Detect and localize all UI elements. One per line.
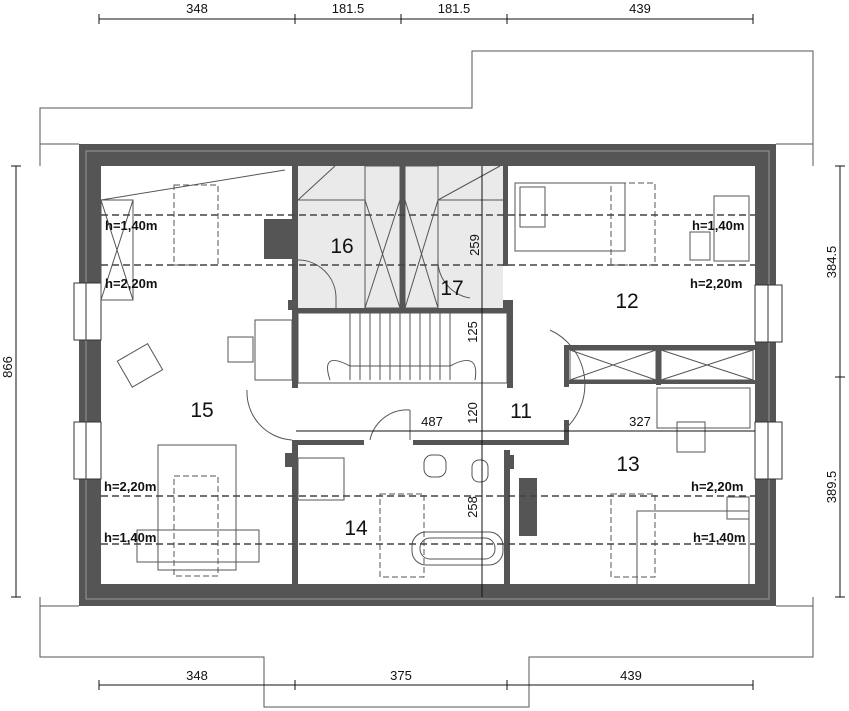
room-15-label: 15 bbox=[190, 399, 213, 422]
dim-right-2: 389.5 bbox=[824, 471, 839, 504]
roof-slope-lines bbox=[101, 214, 755, 545]
dim-right-1: 384.5 bbox=[824, 246, 839, 279]
dim-259: 259 bbox=[467, 234, 482, 256]
room-14-label: 14 bbox=[344, 517, 368, 540]
height-label-nw-140: h=1,40m bbox=[105, 218, 157, 233]
dimension-lines bbox=[11, 14, 845, 690]
room-11-label: 11 bbox=[510, 400, 532, 423]
dim-bottom-1: 348 bbox=[186, 668, 208, 683]
dim-258: 258 bbox=[465, 496, 480, 518]
closet-16-floor bbox=[298, 166, 400, 308]
dim-top-4: 439 bbox=[629, 1, 651, 16]
wardrobes bbox=[100, 165, 754, 381]
interior-walls bbox=[264, 166, 755, 584]
roof-overhang-top bbox=[39, 50, 814, 166]
dim-top-1: 348 bbox=[186, 1, 208, 16]
staircase bbox=[297, 312, 508, 384]
dim-327: 327 bbox=[629, 414, 651, 429]
room-17-label: 17 bbox=[440, 277, 463, 300]
room-16-label: 16 bbox=[330, 235, 353, 258]
height-label-sw-140: h=1,40m bbox=[104, 530, 156, 545]
height-label-nw-220: h=2,20m bbox=[105, 276, 157, 291]
room-13-label: 13 bbox=[616, 453, 639, 476]
furniture bbox=[116, 182, 751, 595]
dim-top-2: 181.5 bbox=[332, 1, 365, 16]
height-label-sw-220: h=2,20m bbox=[104, 479, 156, 494]
windows bbox=[73, 282, 783, 480]
dim-top-3: 181.5 bbox=[438, 1, 471, 16]
dim-bottom-3: 439 bbox=[620, 668, 642, 683]
dim-left: 866 bbox=[0, 356, 15, 378]
doors bbox=[246, 259, 586, 441]
dim-487: 487 bbox=[421, 414, 443, 429]
height-label-ne-220: h=2,20m bbox=[690, 276, 742, 291]
dim-120: 120 bbox=[465, 402, 480, 424]
height-label-ne-140: h=1,40m bbox=[692, 218, 744, 233]
roof-overhang-bottom bbox=[39, 597, 814, 708]
room-12-label: 12 bbox=[615, 290, 638, 313]
height-label-se-220: h=2,20m bbox=[691, 479, 743, 494]
dim-125: 125 bbox=[465, 321, 480, 343]
dim-bottom-2: 375 bbox=[390, 668, 412, 683]
height-label-se-140: h=1,40m bbox=[693, 530, 745, 545]
closet-17-floor bbox=[405, 166, 503, 308]
